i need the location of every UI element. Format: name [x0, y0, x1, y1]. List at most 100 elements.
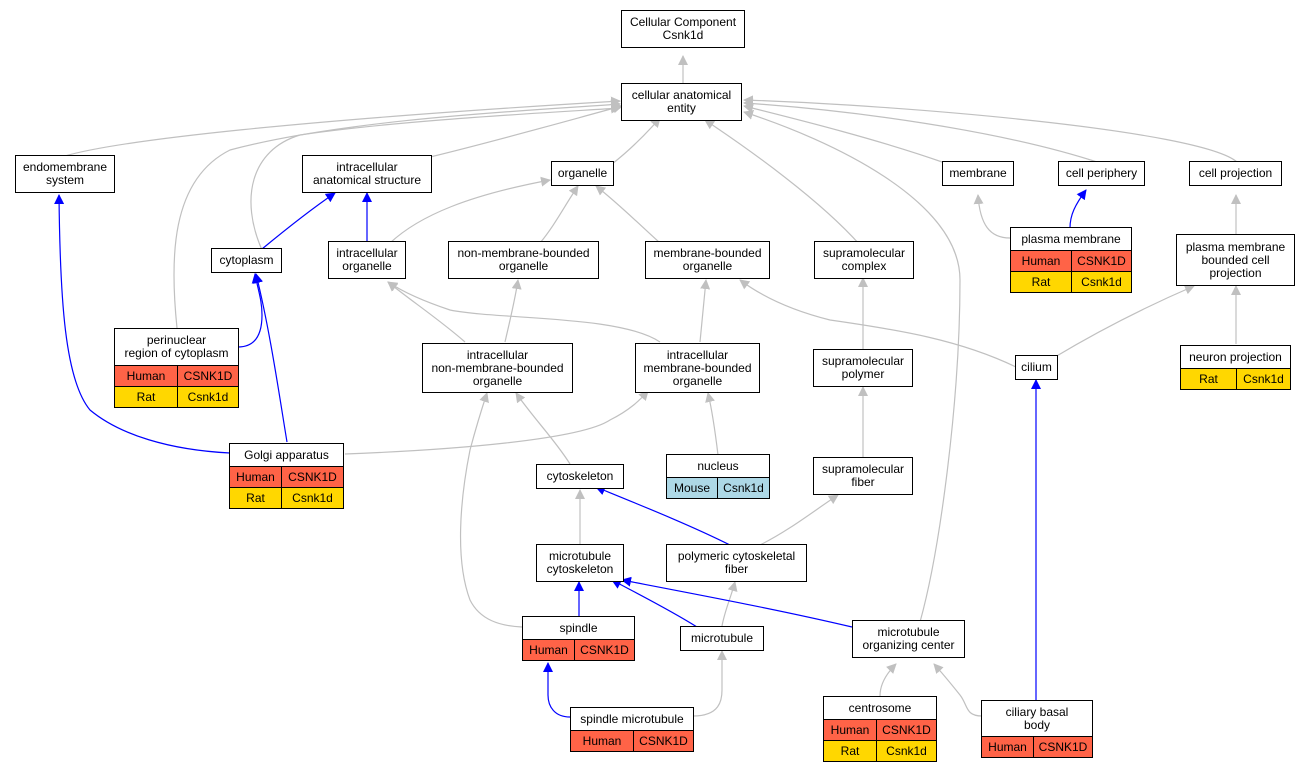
node-label: centrosome	[848, 700, 912, 715]
node-non-membrane-bounded-organelle[interactable]: non-membrane-bounded organelle	[448, 241, 599, 279]
edge-mtoc-cae	[743, 110, 961, 623]
node-label: nucleus	[697, 458, 739, 473]
node-intracellular-non-membrane-bounded-organelle[interactable]: intracellular non-membrane-bounded organ…	[422, 343, 573, 393]
edge-supracomplex-cae	[704, 119, 861, 246]
node-polymeric-cytoskeletal-fiber[interactable]: polymeric cytoskeletal fiber	[666, 544, 807, 582]
edge-imbo-intraorg	[387, 281, 661, 343]
edge-polyfiber-suprafiber	[759, 494, 839, 546]
gene-symbol-cell: CSNK1D	[574, 640, 634, 660]
edge-imbo-mbo	[699, 279, 711, 343]
species-human-cell: Human	[523, 640, 574, 660]
node-microtubule-organizing-center[interactable]: microtubule organizing center	[852, 620, 965, 658]
gene-symbol-cell: CSNK1D	[281, 467, 343, 487]
species-rat-cell: Rat	[824, 741, 876, 761]
edge-cellprojection-cae	[743, 95, 1238, 163]
node-label: spindle	[559, 620, 598, 635]
node-label: intracellular organelle	[336, 246, 398, 273]
node-cytoplasm[interactable]: cytoplasm	[211, 248, 282, 273]
edge-cytoplasm-ias	[261, 192, 336, 250]
node-cell-periphery[interactable]: cell periphery	[1058, 161, 1145, 186]
node-label: supramolecular complex	[822, 246, 906, 273]
node-endomembrane-system[interactable]: endomembrane system	[15, 155, 115, 193]
node-plasma-membrane-bounded-cell-projection[interactable]: plasma membrane bounded cell projection	[1176, 234, 1295, 286]
node-label: intracellular anatomical structure	[312, 160, 422, 187]
node-label: plasma membrane bounded cell projection	[1185, 239, 1286, 280]
species-human-cell: Human	[1011, 251, 1071, 271]
node-membrane-bounded-organelle[interactable]: membrane-bounded organelle	[645, 241, 770, 279]
node-intracellular-membrane-bounded-organelle[interactable]: intracellular membrane-bounded organelle	[635, 343, 760, 393]
node-supramolecular-polymer[interactable]: supramolecular polymer	[813, 349, 913, 387]
edge-golgi-cytoplasm	[253, 273, 288, 443]
species-human-cell: Human	[824, 720, 876, 740]
gene-symbol-cell: Csnk1d	[177, 387, 238, 407]
edge-plasmamem-cellperiphery	[1069, 189, 1087, 229]
node-label: Cellular Component Csnk1d	[629, 15, 737, 42]
node-label: cytoskeleton	[546, 469, 614, 483]
species-human-cell: Human	[982, 737, 1033, 757]
node-label: Golgi apparatus	[244, 447, 329, 462]
node-organelle[interactable]: organelle	[551, 161, 614, 186]
edge-perinuclear-cytoplasm	[237, 273, 263, 348]
node-microtubule-cytoskeleton[interactable]: microtubule cytoskeleton	[536, 544, 624, 582]
species-human-cell: Human	[571, 731, 633, 751]
node-label: organelle	[557, 166, 608, 180]
node-intracellular-anatomical-structure[interactable]: intracellular anatomical structure	[302, 155, 432, 193]
node-cilium[interactable]: cilium	[1015, 355, 1058, 380]
species-rat-cell: Rat	[1181, 369, 1236, 389]
species-rat-cell: Rat	[115, 387, 177, 407]
edge-mtoc-mtcytoskeleton	[621, 576, 853, 628]
edge-mbo-organelle	[595, 185, 661, 244]
node-label: microtubule	[690, 631, 754, 645]
node-cytoskeleton[interactable]: cytoskeleton	[536, 464, 624, 489]
node-cellular-component-root[interactable]: Cellular Component Csnk1d	[621, 10, 745, 48]
node-cell-projection[interactable]: cell projection	[1189, 161, 1282, 186]
node-label: supramolecular polymer	[821, 354, 905, 381]
node-microtubule[interactable]: microtubule	[680, 626, 764, 651]
edge-spindlemt-spindle	[543, 662, 571, 718]
edge-plasmamem-membrane	[973, 194, 1011, 239]
species-rat-cell: Rat	[230, 488, 281, 508]
species-mouse-cell: Mouse	[667, 478, 717, 498]
gene-symbol-cell: Csnk1d	[717, 478, 769, 498]
edge-cytoskeleton-inmbo	[515, 392, 571, 465]
node-supramolecular-fiber[interactable]: supramolecular fiber	[813, 457, 913, 495]
edge-membrane-cae	[743, 103, 946, 164]
edge-cilium-mbo	[739, 279, 1017, 368]
node-intracellular-organelle[interactable]: intracellular organelle	[328, 241, 406, 279]
edge-endomembrane-cae	[64, 96, 621, 157]
edge-microtubule-mtcytoskeleton	[611, 579, 698, 628]
edge-golgi-imbo	[344, 390, 649, 455]
species-rat-cell: Rat	[1011, 272, 1071, 292]
node-label: spindle microtubule	[580, 711, 684, 726]
edge-cellperiphery-cae	[743, 98, 1101, 164]
node-label: neuron projection	[1189, 349, 1282, 364]
edge-microtubule-polyfiber	[721, 581, 738, 627]
node-label: intracellular membrane-bounded organelle	[643, 347, 752, 388]
node-label: cell periphery	[1065, 166, 1138, 180]
node-label: non-membrane-bounded organelle	[457, 246, 590, 273]
node-label: perinuclear region of cytoplasm	[124, 333, 229, 360]
node-label: cellular anatomical entity	[631, 88, 732, 115]
node-cellular-anatomical-entity[interactable]: cellular anatomical entity	[621, 83, 742, 121]
gene-symbol-cell: Csnk1d	[281, 488, 343, 508]
edge-nmbo-organelle	[539, 185, 579, 244]
node-label: membrane	[949, 166, 1007, 180]
edge-ias-cae	[429, 103, 623, 158]
node-label: endomembrane system	[22, 160, 108, 187]
node-supramolecular-complex[interactable]: supramolecular complex	[814, 241, 914, 279]
gene-symbol-cell: CSNK1D	[876, 720, 936, 740]
gene-symbol-cell: Csnk1d	[1071, 272, 1131, 292]
node-label: membrane-bounded organelle	[653, 246, 762, 273]
node-membrane[interactable]: membrane	[942, 161, 1014, 186]
node-label: microtubule organizing center	[862, 625, 955, 652]
